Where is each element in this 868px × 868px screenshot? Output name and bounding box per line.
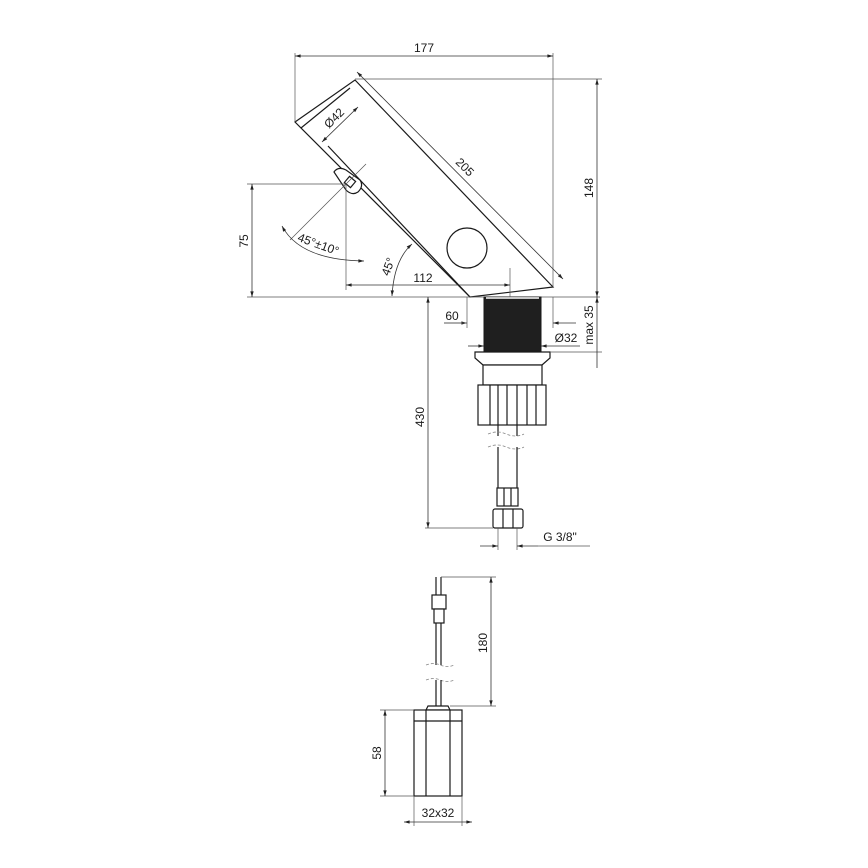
dim-body-angle: 45° [379,243,413,297]
svg-text:max 35: max 35 [582,305,596,345]
dim-cable-length: 180 [441,576,496,707]
supply-hose [487,425,525,529]
svg-text:G 3/8": G 3/8" [543,530,577,544]
dim-box-height: 58 [370,709,414,797]
collar [482,364,543,386]
dim-connection-thread: G 3/8" [480,528,590,550]
svg-text:Ø32: Ø32 [555,331,578,345]
svg-text:430: 430 [413,407,427,427]
threaded-shank [483,296,542,352]
dim-hose-length: 430 [413,296,493,529]
svg-text:58: 58 [370,746,384,760]
flange [474,351,551,366]
svg-text:180: 180 [476,633,490,653]
dim-shank-diameter: Ø32 [468,331,580,348]
svg-text:32x32: 32x32 [422,806,455,820]
svg-text:177: 177 [414,41,434,55]
svg-text:45°: 45° [379,256,398,278]
svg-text:148: 148 [582,178,596,198]
svg-text:112: 112 [413,271,432,285]
svg-text:75: 75 [237,234,251,248]
dim-sensor-height: 75 [237,183,346,298]
dim-sensor-offset: 112 [345,268,511,297]
dim-box-section: 32x32 [403,796,473,826]
knurled-nut [477,384,547,426]
dim-mounting-offset: 60 [444,297,576,328]
svg-text:60: 60 [445,309,459,323]
battery-cable [425,577,455,706]
svg-text:205: 205 [453,155,477,179]
battery-box [413,705,463,797]
dim-deck-thickness: max 35 [550,296,602,368]
